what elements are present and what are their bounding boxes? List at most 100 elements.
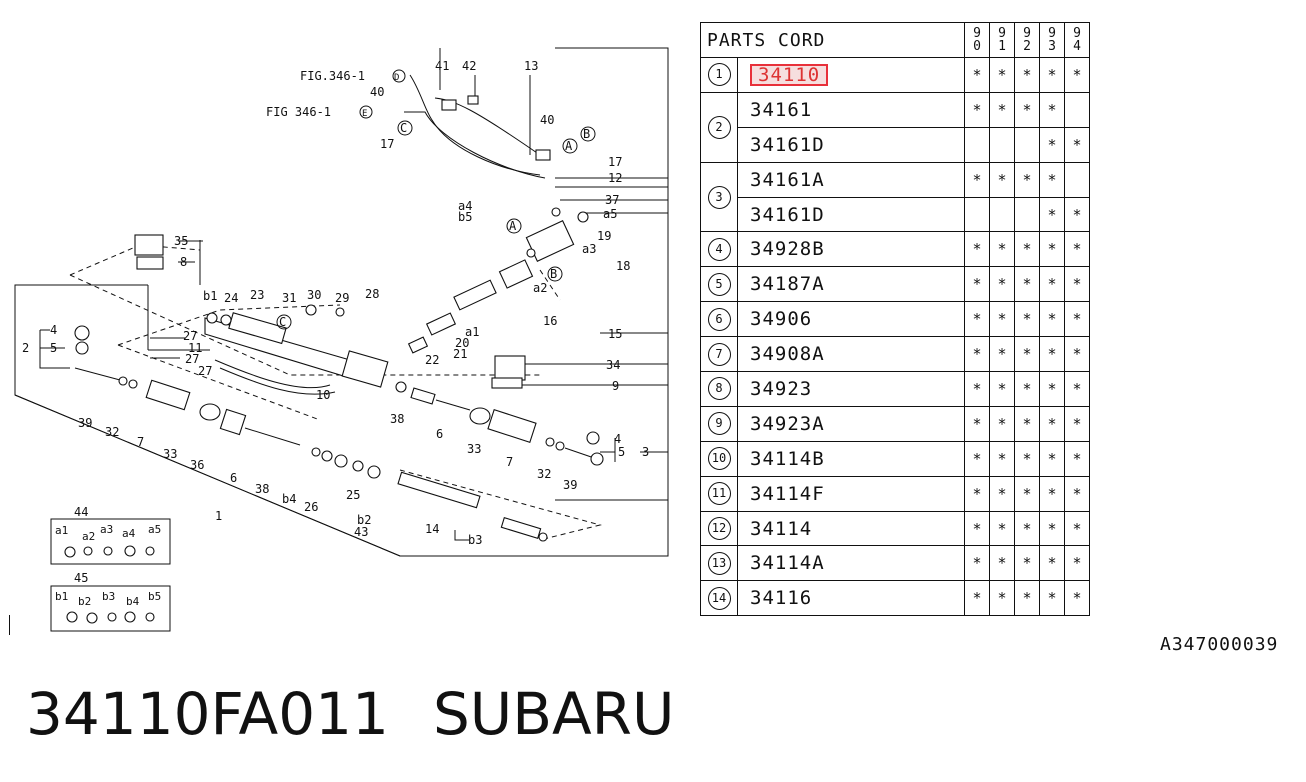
year-availability-mark: * [964, 545, 990, 582]
svg-text:9: 9 [612, 379, 619, 393]
part-code-cell[interactable]: 34923 [737, 371, 965, 407]
year-availability-mark: * [1064, 475, 1090, 512]
year-availability-mark: * [1014, 57, 1040, 93]
part-code[interactable]: 34114 [750, 517, 813, 540]
svg-text:30: 30 [307, 288, 321, 302]
highlighted-part-code[interactable]: 34110 [750, 63, 829, 86]
part-code-cell[interactable]: 34114 [737, 510, 965, 547]
callout-labels: FIG.346-1 D FIG 346-1 E 40 41 42 13 40 1… [22, 59, 649, 608]
svg-text:33: 33 [163, 447, 177, 461]
year-availability-mark: * [1064, 580, 1090, 617]
part-code[interactable]: 34161D [750, 133, 825, 156]
svg-text:b1: b1 [55, 590, 68, 603]
part-code-cell[interactable]: 34923A [737, 405, 965, 442]
svg-text:A: A [565, 139, 573, 153]
year-availability-mark: * [1014, 301, 1040, 338]
svg-text:21: 21 [453, 347, 467, 361]
part-code[interactable]: 34161 [750, 98, 813, 121]
year-availability-mark: * [1014, 580, 1040, 617]
year-availability-mark: * [1064, 405, 1090, 442]
svg-text:22: 22 [425, 353, 439, 367]
part-code-cell[interactable]: 34161A [737, 161, 965, 198]
svg-text:19: 19 [597, 229, 611, 243]
year-availability-mark: * [1014, 475, 1040, 512]
part-code[interactable]: 34908A [750, 343, 825, 366]
svg-text:38: 38 [255, 482, 269, 496]
part-code[interactable]: 34187A [750, 273, 825, 296]
part-code-cell[interactable]: 34161 [737, 91, 965, 128]
year-availability-mark: * [1014, 266, 1040, 303]
part-code-cell[interactable]: 34110 [737, 57, 965, 93]
year-availability-mark: * [1039, 57, 1065, 93]
year-availability-mark: * [989, 266, 1015, 303]
part-code[interactable]: 34923 [750, 377, 813, 400]
svg-text:8: 8 [180, 255, 187, 269]
part-code[interactable]: 34114A [750, 552, 825, 575]
part-code-cell[interactable]: 34114F [737, 475, 965, 512]
part-code-cell[interactable]: 34161D [737, 126, 965, 163]
svg-text:29: 29 [335, 291, 349, 305]
year-availability-mark: * [989, 91, 1015, 128]
svg-text:42: 42 [462, 59, 476, 73]
ref-number-circle: 9 [707, 412, 731, 436]
svg-text:6: 6 [436, 427, 443, 441]
svg-text:b4: b4 [282, 492, 296, 506]
svg-text:25: 25 [346, 488, 360, 502]
ref-number-circle: 14 [707, 586, 731, 610]
year-availability-mark [989, 196, 1015, 233]
year-availability-mark: * [989, 440, 1015, 477]
year-availability-mark: * [964, 510, 990, 547]
part-code[interactable]: 34923A [750, 412, 825, 435]
table-row[interactable]: 34161D** [701, 196, 1090, 233]
svg-text:27: 27 [185, 352, 199, 366]
table-row[interactable]: 34161D** [701, 126, 1090, 163]
part-code-cell[interactable]: 34114A [737, 545, 965, 582]
year-availability-mark: * [1064, 440, 1090, 477]
pressure-lines [404, 48, 551, 179]
part-code[interactable]: 34116 [750, 587, 813, 610]
year-availability-mark: * [1014, 440, 1040, 477]
part-code-cell[interactable]: 34908A [737, 336, 965, 373]
part-code-cell[interactable]: 34114B [737, 440, 965, 477]
svg-text:D: D [394, 73, 399, 83]
part-code[interactable]: 34114F [750, 482, 825, 505]
part-code[interactable]: 34161A [750, 168, 825, 191]
valve-assembly [407, 207, 589, 389]
year-availability-mark: * [1039, 371, 1065, 407]
part-code[interactable]: 34906 [750, 308, 813, 331]
year-availability-mark: * [1039, 231, 1065, 268]
svg-text:E: E [362, 109, 367, 119]
part-code[interactable]: 34114B [750, 447, 825, 470]
ref-number-cell: 4 [700, 231, 738, 268]
svg-text:26: 26 [304, 500, 318, 514]
ref-number-cell: 14 [700, 580, 738, 617]
part-code-cell[interactable]: 34906 [737, 301, 965, 338]
part-code-cell[interactable]: 34161D [737, 196, 965, 233]
year-availability-mark: * [1064, 371, 1090, 407]
year-availability-mark: * [989, 57, 1015, 93]
callout-circle-e [359, 105, 373, 119]
part-code[interactable]: 34161D [750, 203, 825, 226]
part-code-cell[interactable]: 34928B [737, 231, 965, 268]
part-code-cell[interactable]: 34187A [737, 266, 965, 303]
year-availability-mark: * [989, 161, 1015, 198]
rack-and-right-boot [395, 381, 604, 542]
svg-text:3: 3 [642, 445, 649, 459]
part-code[interactable]: 34928B [750, 238, 825, 261]
part-code-cell[interactable]: 34116 [737, 580, 965, 617]
year-availability-mark: * [1064, 57, 1090, 93]
